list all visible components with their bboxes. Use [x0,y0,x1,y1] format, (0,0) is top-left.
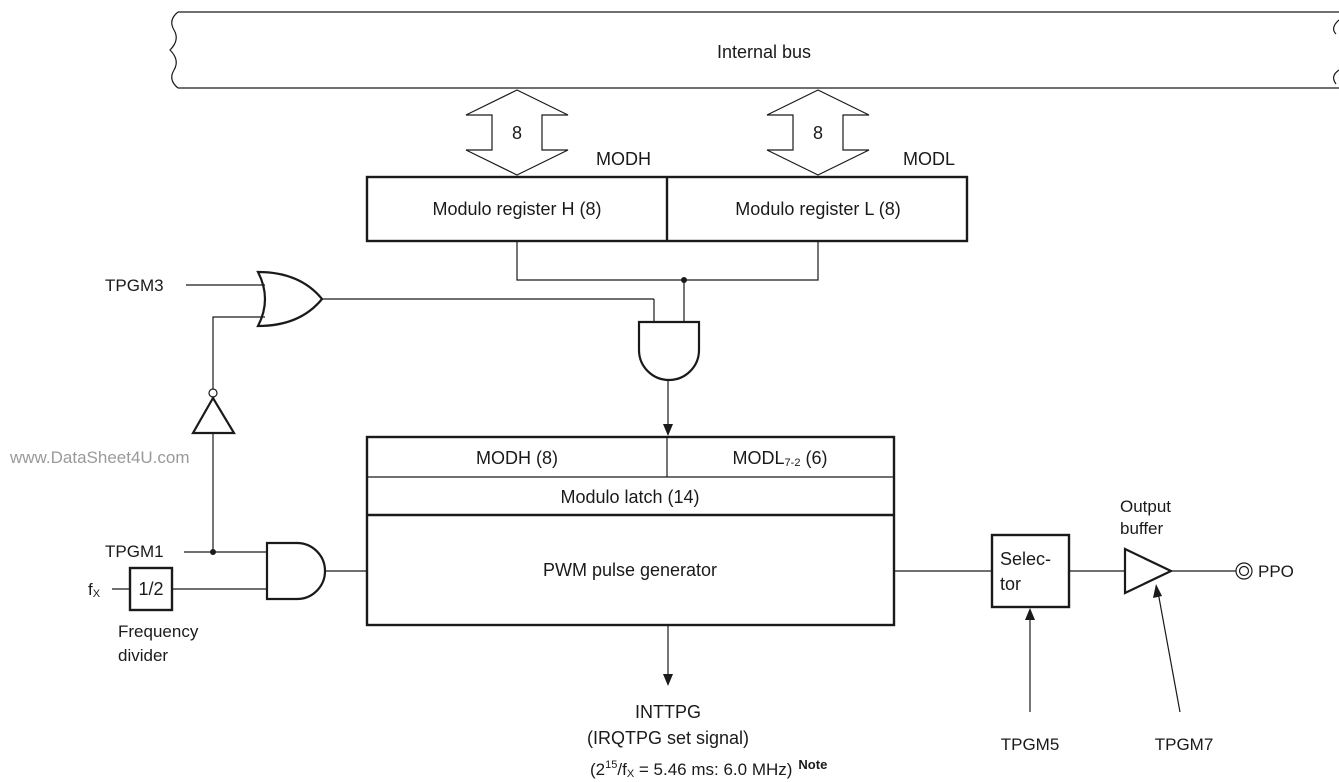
inttpg-label: INTTPG [635,702,701,722]
register-output-wires [516,241,819,322]
ppo-label: PPO [1258,562,1294,581]
fx-label: fX [88,580,101,600]
selector-line1: Selec- [1000,549,1051,569]
ppo-pin: PPO [1235,562,1294,581]
modh-bus-width: 8 [512,123,522,143]
inverter [191,388,236,552]
frequency-divider: 1/2 Frequency divider [118,566,199,665]
tpgm7-label: TPGM7 [1155,735,1214,754]
divider-label-line2: divider [118,646,168,665]
tpgm5-label: TPGM5 [1001,735,1060,754]
pwm-pulse-generator: PWM pulse generator [543,560,717,580]
modl-bus-width: 8 [813,123,823,143]
watermark: www.DataSheet4U.com [9,448,190,467]
tpgm3-label: TPGM3 [105,276,164,295]
modl-register-name: MODL [903,149,955,169]
input-and-gate [112,541,367,601]
irqtpg-label: (IRQTPG set signal) [587,728,749,748]
modulo-registers: Modulo register H (8) Modulo register L … [365,175,969,243]
internal-bus: Internal bus [169,11,1339,89]
output-buffer-line2: buffer [1120,519,1164,538]
internal-bus-label: Internal bus [717,42,811,62]
modulo-latch-block: MODH (8) MODL7-2 (6) Modulo latch (14) P… [365,435,896,627]
output-buffer-line1: Output [1120,497,1171,516]
latch-modl: MODL7-2 (6) [733,448,828,469]
output-buffer: Output buffer TPGM7 [1069,497,1236,754]
divider-ratio: 1/2 [138,579,163,599]
modh-register-name: MODH [596,149,651,169]
modl-bus-arrow: 8 [766,89,870,176]
selector: Selec- tor TPGM5 [894,533,1071,754]
modulo-latch-title: Modulo latch (14) [560,487,699,507]
timing-formula: (215/fX = 5.46 ms: 6.0 MHz)Note [590,757,827,780]
divider-label-line1: Frequency [118,622,199,641]
or-gate [186,270,324,389]
latch-modh: MODH (8) [476,448,558,468]
modh-bus-arrow: 8 [465,89,569,176]
interrupt-output: INTTPG (IRQTPG set signal) (215/fX = 5.4… [587,625,827,780]
tpgm1-label: TPGM1 [105,542,164,561]
modulo-register-h: Modulo register H (8) [432,199,601,219]
modulo-register-l: Modulo register L (8) [735,199,900,219]
selector-line2: tor [1000,574,1021,594]
latch-and-gate [322,298,701,436]
